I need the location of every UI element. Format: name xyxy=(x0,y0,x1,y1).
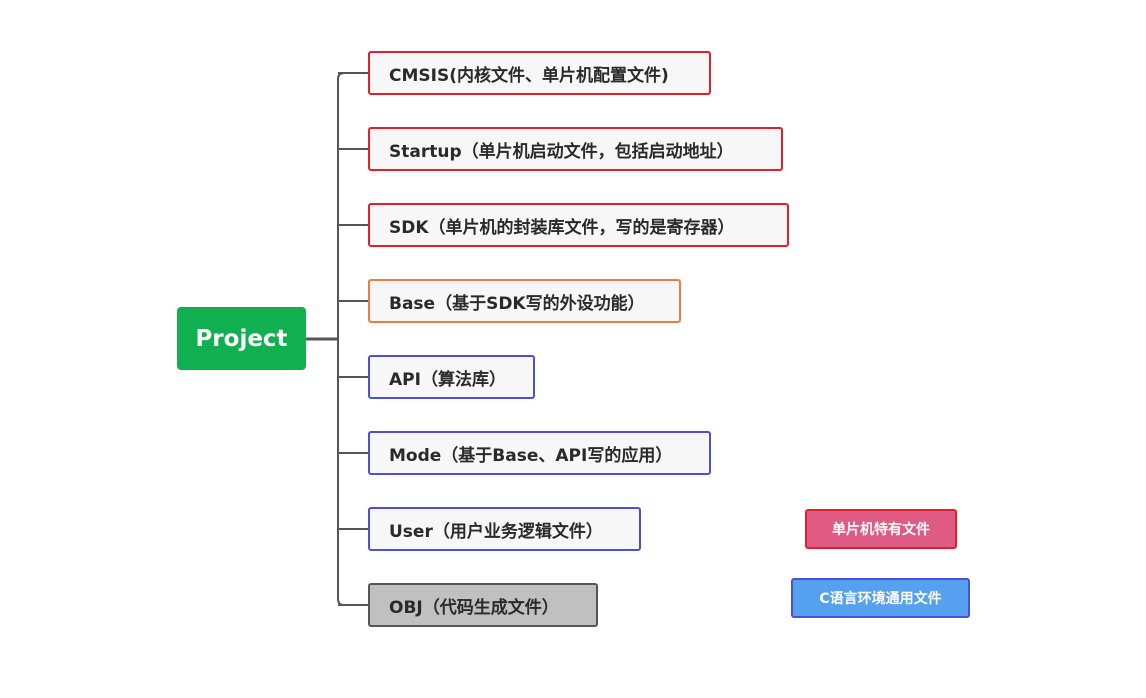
branch-node-cmsis[interactable]: CMSIS(内核文件、单片机配置文件) xyxy=(368,51,711,95)
branch-node-base[interactable]: Base（基于SDK写的外设功能） xyxy=(368,279,681,323)
branch-node-user[interactable]: User（用户业务逻辑文件） xyxy=(368,507,641,551)
branch-node-mode[interactable]: Mode（基于Base、API写的应用） xyxy=(368,431,711,475)
legend-mcu-specific-files: 单片机特有文件 xyxy=(805,509,957,549)
branch-node-sdk[interactable]: SDK（单片机的封装库文件，写的是寄存器） xyxy=(368,203,789,247)
root-node-project[interactable]: Project xyxy=(177,307,306,370)
branch-node-startup[interactable]: Startup（单片机启动文件，包括启动地址） xyxy=(368,127,783,171)
legend-c-common-files: C语言环境通用文件 xyxy=(791,578,970,618)
branch-node-obj[interactable]: OBJ（代码生成文件） xyxy=(368,583,598,627)
trunk-line xyxy=(337,72,345,606)
branch-node-api[interactable]: API（算法库） xyxy=(368,355,535,399)
